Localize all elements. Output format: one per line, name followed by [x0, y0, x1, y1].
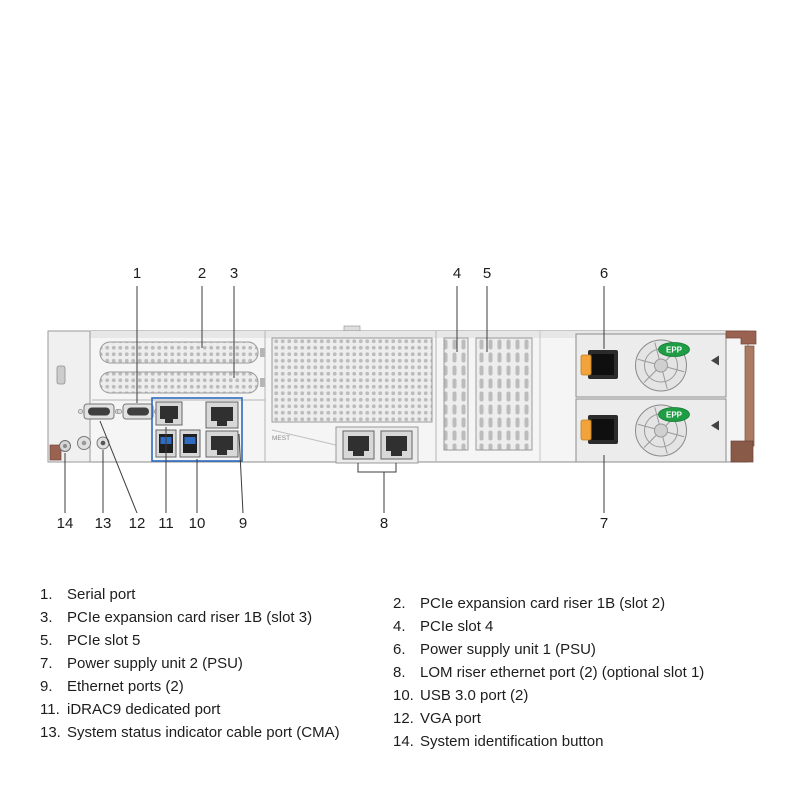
psu1-epp-badge	[658, 342, 690, 357]
legend-item-number: 5.	[40, 632, 53, 649]
legend-item-number: 10.	[393, 687, 414, 704]
legend-item-number: 3.	[40, 609, 53, 626]
legend-item-text: System status indicator cable port (CMA)	[67, 724, 340, 741]
callout-10: 10	[189, 515, 206, 532]
legend-item-14: 14. System identification button	[393, 730, 783, 753]
leader-lines	[64, 286, 605, 514]
diagram-area: MEST	[47, 265, 757, 532]
legend-item-5: 5. PCIe slot 5	[40, 629, 380, 652]
psu1-epp-label: EPP	[666, 346, 683, 355]
pcie-slot3-vent	[99, 371, 259, 394]
pcie-slot2-vent	[99, 341, 259, 364]
callout-7: 7	[600, 515, 608, 532]
legend-column-left: 1. Serial port 3. PCIe expansion card ri…	[40, 583, 380, 744]
legend-item-text: PCIe slot 5	[67, 632, 141, 649]
legend-item-number: 7.	[40, 655, 53, 672]
legend-item-3: 3. PCIe expansion card riser 1B (slot 3)	[40, 606, 380, 629]
psu-1: EPP	[575, 333, 727, 398]
callout-numbers: 1 2 3 4 5 6 14 13 12 11 10 9 8 7	[57, 265, 609, 532]
psu2-epp-badge	[658, 407, 690, 422]
ethernet-ports	[205, 401, 239, 458]
legend-item-text: Ethernet ports (2)	[67, 678, 184, 695]
legend-item-text: PCIe expansion card riser 1B (slot 2)	[420, 595, 666, 612]
chassis-stamp-label: MEST	[272, 435, 290, 442]
legend-item-13: 13. System status indicator cable port (…	[40, 721, 380, 744]
callout-1: 1	[133, 265, 141, 282]
pcie-slot5-vent	[475, 337, 533, 451]
callout-8: 8	[380, 515, 388, 532]
psu-2: EPP	[575, 398, 727, 463]
legend-item-text: Serial port	[67, 586, 136, 603]
server-rear-svg: MEST	[47, 265, 757, 532]
callout-4: 4	[453, 265, 461, 282]
center-vent-panel	[271, 337, 433, 423]
legend-item-text: PCIe expansion card riser 1B (slot 3)	[67, 609, 313, 626]
pcie-riser-slots	[99, 341, 265, 394]
pcie-slot4-vent	[443, 337, 469, 451]
legend-item-11: 11. iDRAC9 dedicated port	[40, 698, 380, 721]
psu1-retention-clip	[580, 354, 592, 376]
callout-5: 5	[483, 265, 491, 282]
legend-item-7: 7. Power supply unit 2 (PSU)	[40, 652, 380, 675]
legend-item-number: 2.	[393, 595, 406, 612]
psu1-release-arrow-icon	[711, 355, 719, 366]
legend-item-number: 12.	[393, 710, 414, 727]
legend-item-1: 1. Serial port	[40, 583, 380, 606]
legend-item-number: 4.	[393, 618, 406, 635]
legend-item-number: 1.	[40, 586, 53, 603]
rear-io-ports	[59, 397, 243, 462]
legend-item-9: 9. Ethernet ports (2)	[40, 675, 380, 698]
serial-port	[116, 403, 160, 420]
legend-item-2: 2. PCIe expansion card riser 1B (slot 2)	[393, 592, 783, 615]
legend-item-text: USB 3.0 port (2)	[420, 687, 529, 704]
legend-item-number: 9.	[40, 678, 53, 695]
legend-item-number: 14.	[393, 733, 414, 750]
lom-riser-ports	[335, 426, 419, 464]
legend-item-number: 6.	[393, 641, 406, 658]
legend-column-right: 2. PCIe expansion card riser 1B (slot 2)…	[393, 592, 783, 753]
legend-item-text: System identification button	[420, 733, 604, 750]
legend-item-12: 12. VGA port	[393, 707, 783, 730]
legend-item-text: Power supply unit 1 (PSU)	[420, 641, 596, 658]
legend-item-text: VGA port	[420, 710, 481, 727]
legend-item-10: 10. USB 3.0 port (2)	[393, 684, 783, 707]
callout-9: 9	[239, 515, 247, 532]
legend-item-text: PCIe slot 4	[420, 618, 494, 635]
legend-item-number: 11.	[40, 701, 60, 718]
vga-port	[77, 403, 121, 420]
callout-3: 3	[230, 265, 238, 282]
legend-item-text: Power supply unit 2 (PSU)	[67, 655, 243, 672]
callout-6: 6	[600, 265, 608, 282]
idrac-port	[155, 401, 183, 426]
callout-14: 14	[57, 515, 74, 532]
callout-13: 13	[95, 515, 112, 532]
pcie-slot45-vents	[443, 337, 533, 451]
psu2-release-arrow-icon	[711, 420, 719, 431]
callout-11: 11	[158, 515, 174, 532]
legend-item-number: 13.	[40, 724, 61, 741]
legend: 1. Serial port 3. PCIe expansion card ri…	[0, 583, 800, 763]
legend-item-text: iDRAC9 dedicated port	[67, 701, 221, 718]
legend-item-6: 6. Power supply unit 1 (PSU)	[393, 638, 783, 661]
legend-item-text: LOM riser ethernet port (2) (optional sl…	[420, 664, 705, 681]
legend-item-8: 8. LOM riser ethernet port (2) (optional…	[393, 661, 783, 684]
indicator-led	[77, 436, 91, 450]
psu2-epp-label: EPP	[666, 411, 683, 420]
psu2-retention-clip	[580, 419, 592, 441]
callout-12: 12	[129, 515, 146, 532]
legend-item-number: 8.	[393, 664, 406, 681]
legend-item-4: 4. PCIe slot 4	[393, 615, 783, 638]
callout-2: 2	[198, 265, 206, 282]
system-id-button	[59, 440, 71, 452]
mounting-brackets	[725, 330, 757, 463]
